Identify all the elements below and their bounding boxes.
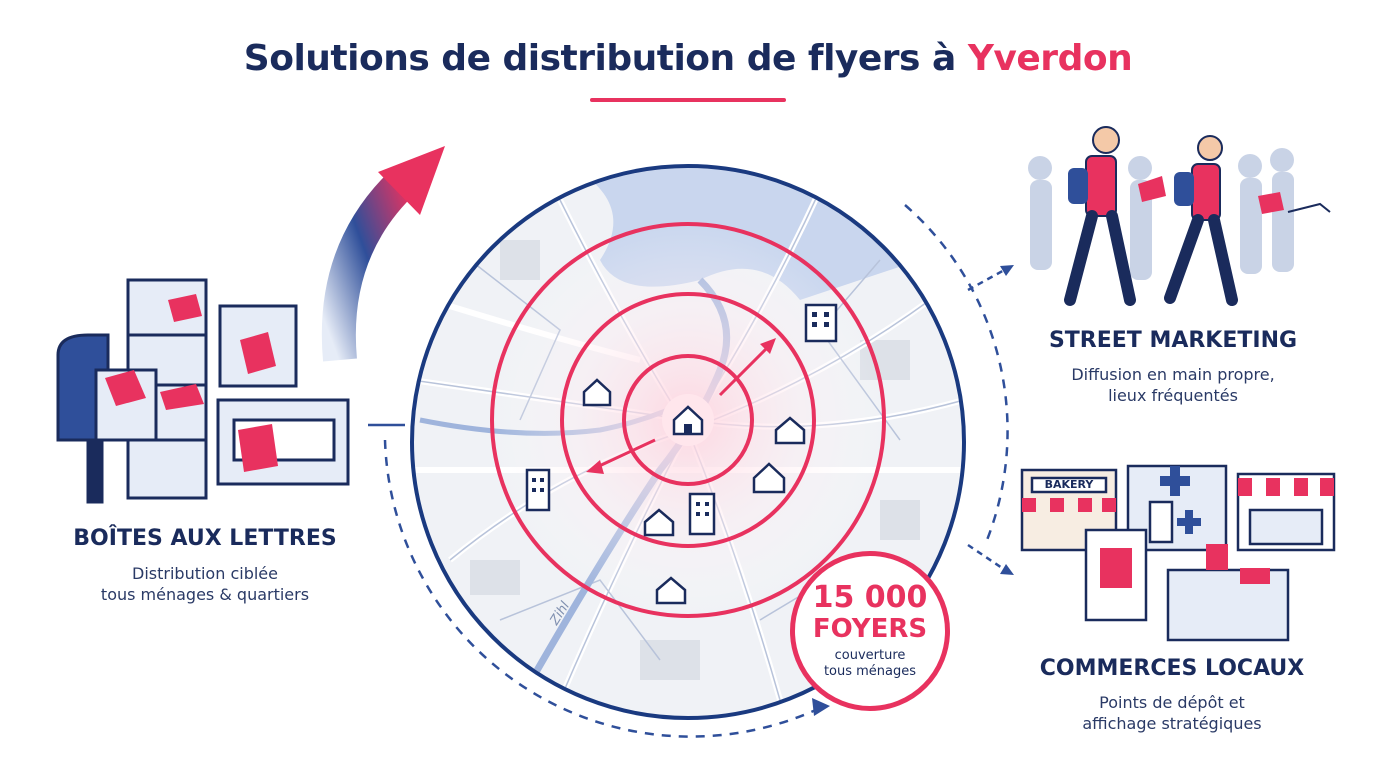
section-title-mailboxes: BOÎTES AUX LETTRES [73, 526, 337, 551]
page-title: Solutions de distribution de flyers à Yv… [0, 38, 1376, 79]
section-title-local-shops: COMMERCES LOCAUX [1039, 656, 1305, 681]
section-desc-shops-2: affichage stratégiques [1082, 714, 1262, 733]
section-desc-mailboxes-1: Distribution ciblée [132, 564, 278, 583]
house-icon-center [662, 394, 714, 446]
section-desc-mailboxes-2: tous ménages & quartiers [100, 585, 310, 604]
people-silhouettes [1028, 148, 1294, 280]
house-icon [582, 378, 806, 605]
section-desc-street-2: lieux fréquentés [1108, 386, 1238, 405]
connector-right [967, 266, 1009, 574]
promoter-icon [1064, 126, 1331, 306]
stat-label: FOYERS [812, 614, 928, 644]
title-underline [590, 98, 786, 102]
growth-arrow [321, 146, 445, 362]
section-desc-shops-1: Points de dépôt et [1099, 693, 1245, 712]
stat-desc-1: couverture [834, 648, 906, 663]
awning-stripes [1022, 478, 1334, 588]
households-stat-badge: 15 000 FOYERS couverture tous ménages [790, 551, 950, 711]
section-title-street-marketing: STREET MARKETING [1048, 328, 1298, 353]
section-desc-street-1: Diffusion en main propre, [1071, 365, 1275, 384]
bakery-sign: BAKERY [1044, 478, 1094, 491]
dashed-orbit [383, 204, 1009, 738]
pharmacy-cross-icon [1160, 466, 1201, 534]
title-main: Solutions de distribution de flyers à [243, 38, 957, 79]
shop-storefronts [1020, 464, 1336, 642]
stat-desc-2: tous ménages [823, 664, 917, 679]
flyer-icon [105, 294, 278, 472]
mailbox-illustration [56, 278, 350, 504]
orbit-arrowhead [812, 698, 830, 716]
title-accent: Yverdon [967, 38, 1133, 79]
stat-number: 15 000 [812, 580, 928, 615]
